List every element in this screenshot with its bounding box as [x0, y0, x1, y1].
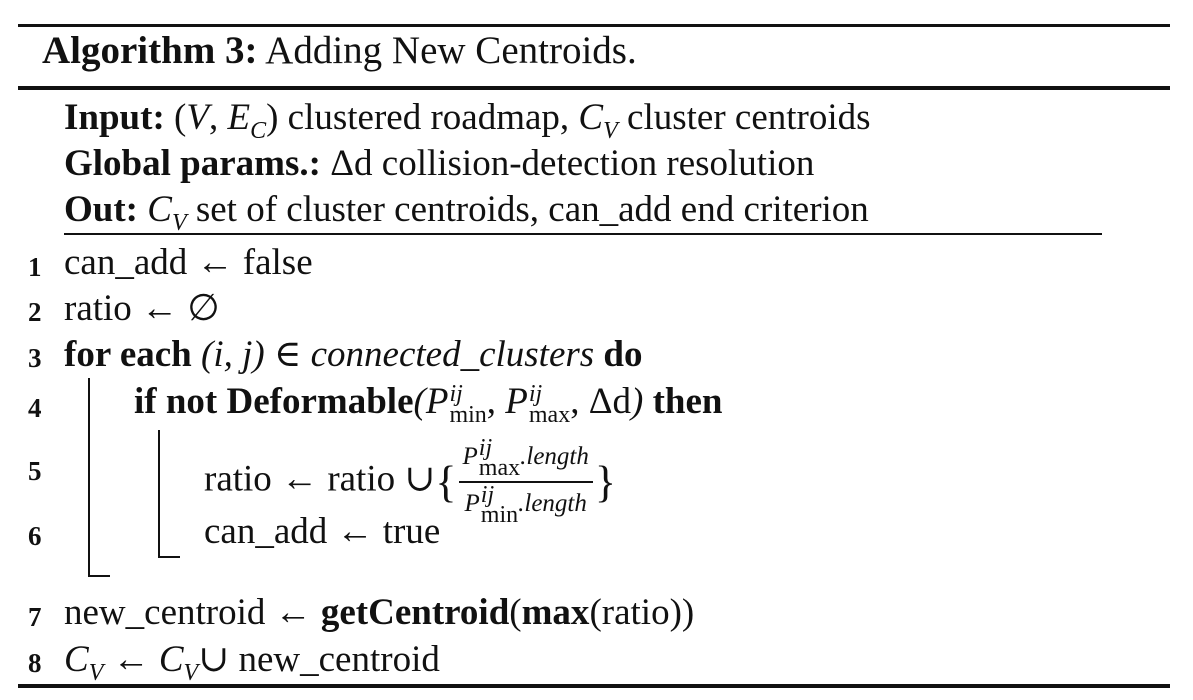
line-number: 6	[28, 521, 42, 551]
do-keyword: do	[603, 334, 643, 375]
top-rule	[18, 24, 1170, 27]
bottom-rule	[18, 684, 1170, 688]
line-number: 2	[28, 297, 42, 327]
if-not-keyword: if not	[134, 381, 218, 422]
max-function: max	[521, 592, 590, 633]
title-rule	[18, 86, 1170, 90]
code-line-7: new_centroid ← getCentroid(max(ratio))	[64, 592, 695, 633]
if-bracket-vertical	[158, 430, 160, 558]
output-line: Out: CV set of cluster centroids, can_ad…	[64, 189, 869, 236]
code-line-8: CV ← CV∪ new_centroid	[64, 639, 440, 686]
input-line: Input: (V, EC) clustered roadmap, CV clu…	[64, 97, 871, 144]
line-number: 5	[28, 456, 42, 486]
line-number: 7	[28, 602, 42, 632]
getcentroid-function: getCentroid	[320, 592, 510, 633]
algorithm-title: Algorithm 3: Adding New Centroids.	[42, 28, 637, 73]
line-number: 4	[28, 393, 42, 423]
line-number: 8	[28, 648, 42, 678]
loop-bracket-foot	[88, 575, 110, 577]
input-label: Input:	[64, 97, 165, 138]
code-line-1: can_add ← false	[64, 242, 313, 283]
code-line-3: for each (i, j) ∈ connected_clusters do	[64, 334, 643, 375]
algorithm-label: Algorithm 3:	[42, 29, 258, 72]
code-line-2: ratio ← ∅	[64, 288, 220, 329]
line-number: 1	[28, 252, 42, 282]
header-rule	[64, 233, 1102, 235]
params-label: Global params.:	[64, 143, 321, 184]
line-number: 3	[28, 343, 42, 373]
out-label: Out:	[64, 189, 138, 230]
then-keyword: then	[652, 381, 723, 422]
deformable-function: Deformable	[226, 381, 414, 422]
algorithm-name: Adding New Centroids.	[265, 29, 637, 72]
if-bracket-foot	[158, 556, 180, 558]
for-each-keyword: for each	[64, 334, 192, 375]
params-line: Global params.: Δd collision-detection r…	[64, 143, 815, 184]
code-line-6: can_add ← true	[204, 511, 441, 552]
loop-bracket-vertical	[88, 378, 90, 577]
